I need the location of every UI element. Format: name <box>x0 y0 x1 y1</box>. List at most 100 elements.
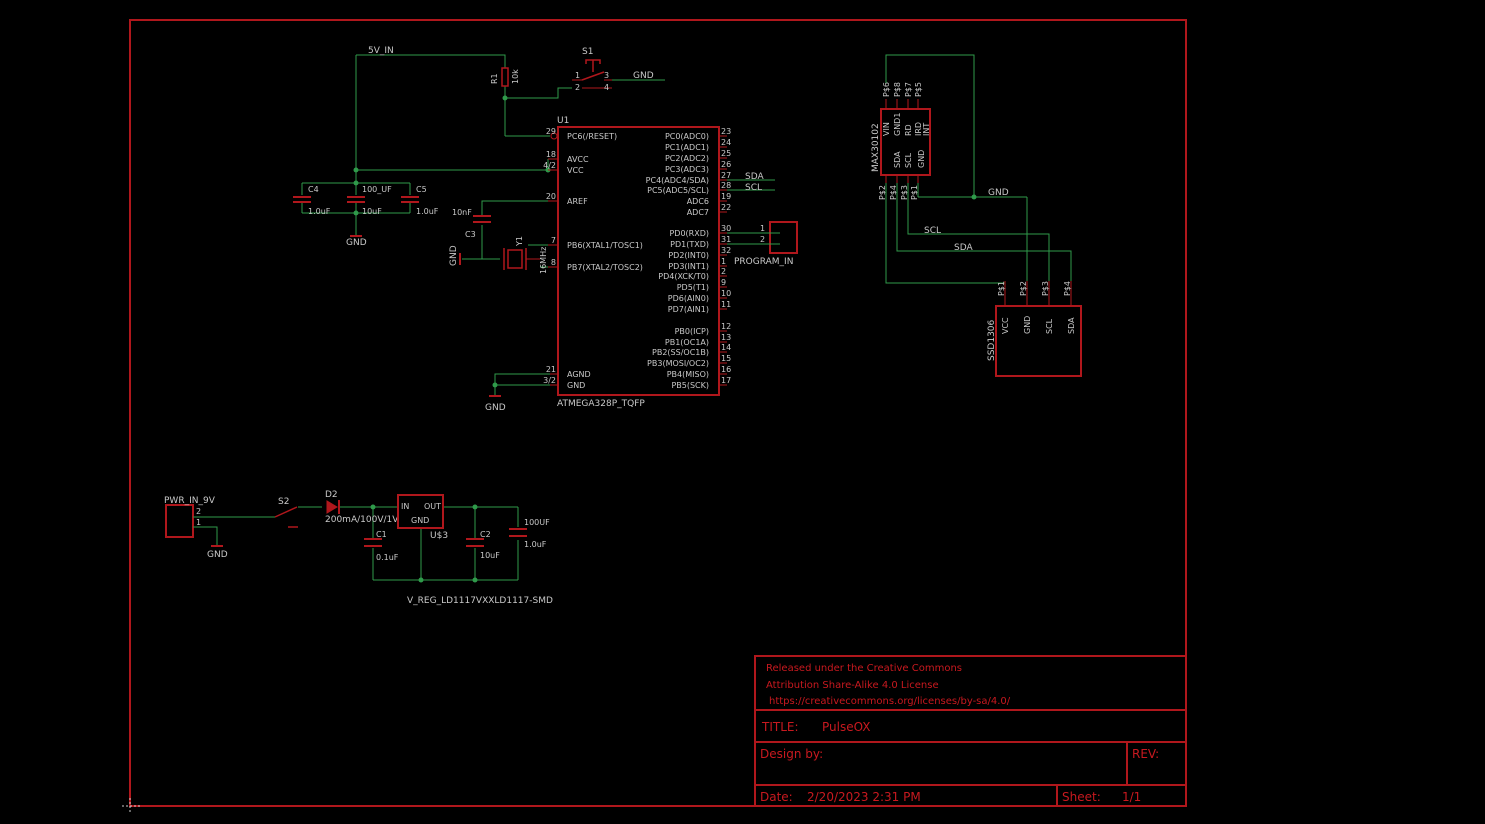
prog-pin2: 2 <box>760 235 765 244</box>
sheet-value: 1/1 <box>1122 790 1141 804</box>
u1-pin-number: 32 <box>721 246 731 255</box>
ssd-pin-number: P$1 <box>997 281 1006 296</box>
max-ref: MAX30102 <box>871 123 881 172</box>
c5-ref: C5 <box>416 185 427 194</box>
max-pin-name: VIN <box>882 122 891 136</box>
max-pin-name: INT <box>922 123 931 136</box>
resistor-r1[interactable]: R1 10k <box>490 67 520 87</box>
u1-pin-number: 13 <box>721 333 731 342</box>
capacitor-100uf-out[interactable]: 100UF 1.0uF <box>509 518 550 549</box>
s1-pin1: 1 <box>575 71 580 80</box>
capacitor-c2[interactable]: C2 10uF <box>466 530 500 560</box>
u1-pin-name: PC1(ADC1) <box>665 143 709 152</box>
u1-pin-name: PC6(/RESET) <box>567 132 617 141</box>
u1-pin-number: 10 <box>721 289 731 298</box>
u1-pin-name: AGND <box>567 370 591 379</box>
origin-marker <box>122 798 140 814</box>
switch-s1[interactable]: S1 1 2 3 4 <box>572 47 612 92</box>
sheet-label: Sheet: <box>1062 790 1101 804</box>
s1-pin3: 3 <box>604 71 609 80</box>
capacitor-c3[interactable]: 10nF C3 <box>452 208 491 239</box>
u1-pin-number: 21 <box>546 365 556 374</box>
capacitor-c5[interactable]: C5 1.0uF <box>401 185 439 216</box>
u1-pin-number: 16 <box>721 365 731 374</box>
capacitor-c1[interactable]: C1 0.1uF <box>364 530 399 562</box>
net-power-input-wires[interactable] <box>193 504 519 583</box>
u1-pin-name: VCC <box>567 166 584 175</box>
u1-pin-number: 17 <box>721 376 731 385</box>
u1-pin-number: 20 <box>546 192 556 201</box>
c1-value: 0.1uF <box>376 553 399 562</box>
u1-pin-number: 31 <box>721 235 731 244</box>
c6-ref: 100UF <box>524 518 550 527</box>
max-pin-number: P$6 <box>882 82 891 97</box>
c100-ref: 100_UF <box>362 185 392 194</box>
net-reset-wires[interactable] <box>502 79 666 137</box>
switch-s2[interactable]: S2 <box>274 497 298 528</box>
c100-value: 10uF <box>362 207 382 216</box>
capacitor-c4[interactable]: C4 1.0uF <box>293 185 331 216</box>
capacitor-100uf[interactable]: 100_UF 10uF <box>347 185 392 216</box>
max-pin-name: SDA <box>893 151 902 168</box>
r1-value: 10k <box>511 69 520 84</box>
ssd-pin-name: GND <box>1023 316 1032 334</box>
diode-d2[interactable]: D2 200mA/100V/1V <box>325 490 399 525</box>
y1-value: 16MHz <box>539 247 548 274</box>
license-line-1: Released under the Creative Commons <box>766 663 962 674</box>
u1-pin-number: 14 <box>721 343 731 352</box>
title-label: TITLE: <box>761 720 799 734</box>
u1-ref: U1 <box>557 116 569 126</box>
u1-pin-number: 7 <box>551 236 556 245</box>
u3-out: OUT <box>424 502 441 511</box>
net-max-ssd-wires[interactable] <box>885 54 1072 284</box>
net-label-gnd-s1: GND <box>633 71 654 81</box>
u1-pin-name: PC3(ADC3) <box>665 165 709 174</box>
net-u1-gnd-wires[interactable] <box>492 373 551 395</box>
u1-pin-number: 4/2 <box>543 161 556 170</box>
net-i2c-stubs[interactable] <box>727 179 775 191</box>
u1-pin-name: AVCC <box>567 155 589 164</box>
u1-pin-name: PD4(XCK/T0) <box>658 272 709 281</box>
net-label-gnd-3: GND <box>485 403 506 413</box>
s2-ref: S2 <box>278 497 289 507</box>
s1-pin4: 4 <box>604 83 609 92</box>
r1-ref: R1 <box>490 73 499 84</box>
u3-in: IN <box>401 502 409 511</box>
net-label-gnd-1: GND <box>346 238 367 248</box>
max-pin-name: GND <box>917 150 926 168</box>
u1-pin-number: 15 <box>721 354 731 363</box>
u1-pin-number: 27 <box>721 171 731 180</box>
u1-pin-name: PD3(INT1) <box>668 262 709 271</box>
net-5v-wires[interactable] <box>301 54 551 235</box>
u1-name: ATMEGA328P_TQFP <box>557 399 645 409</box>
net-label-scl-u1: SCL <box>745 183 762 193</box>
u1-pin-number: 18 <box>546 150 556 159</box>
u1-pin-number: 2 <box>721 267 726 276</box>
u1-pin-name: PD1(TXD) <box>670 240 709 249</box>
connector-program-in[interactable]: 1 2 PROGRAM_IN <box>727 221 798 267</box>
max-pin-name: IRD <box>914 122 923 136</box>
net-label-sda-max: SDA <box>954 243 973 253</box>
rev-label: REV: <box>1132 747 1159 761</box>
pwr-pin2: 2 <box>196 507 201 516</box>
net-label-gnd-2: GND <box>449 245 459 266</box>
u1-pin-number: 23 <box>721 127 731 136</box>
u1-pin-name: PB4(MISO) <box>667 370 709 379</box>
d2-value: 200mA/100V/1V <box>325 515 399 525</box>
u1-pin-number: 9 <box>721 278 726 287</box>
u1-pin-number: 25 <box>721 149 731 158</box>
c2-ref: C2 <box>480 530 491 539</box>
regulator-u3[interactable]: IN OUT GND U$3 V_REG_LD1117VXXLD1117-SMD <box>397 494 553 606</box>
u1-pin-name: PB7(XTAL2/TOSC2) <box>567 263 643 272</box>
u1-pin-number: 22 <box>721 203 731 212</box>
max-pin-number: P$2 <box>878 185 887 200</box>
crystal-y1[interactable]: Y1 16MHz <box>503 236 548 274</box>
gnd-symbol-decoupling: GND <box>346 235 367 248</box>
connector-pwr-in-9v[interactable]: PWR_IN_9V 2 1 <box>164 496 216 538</box>
